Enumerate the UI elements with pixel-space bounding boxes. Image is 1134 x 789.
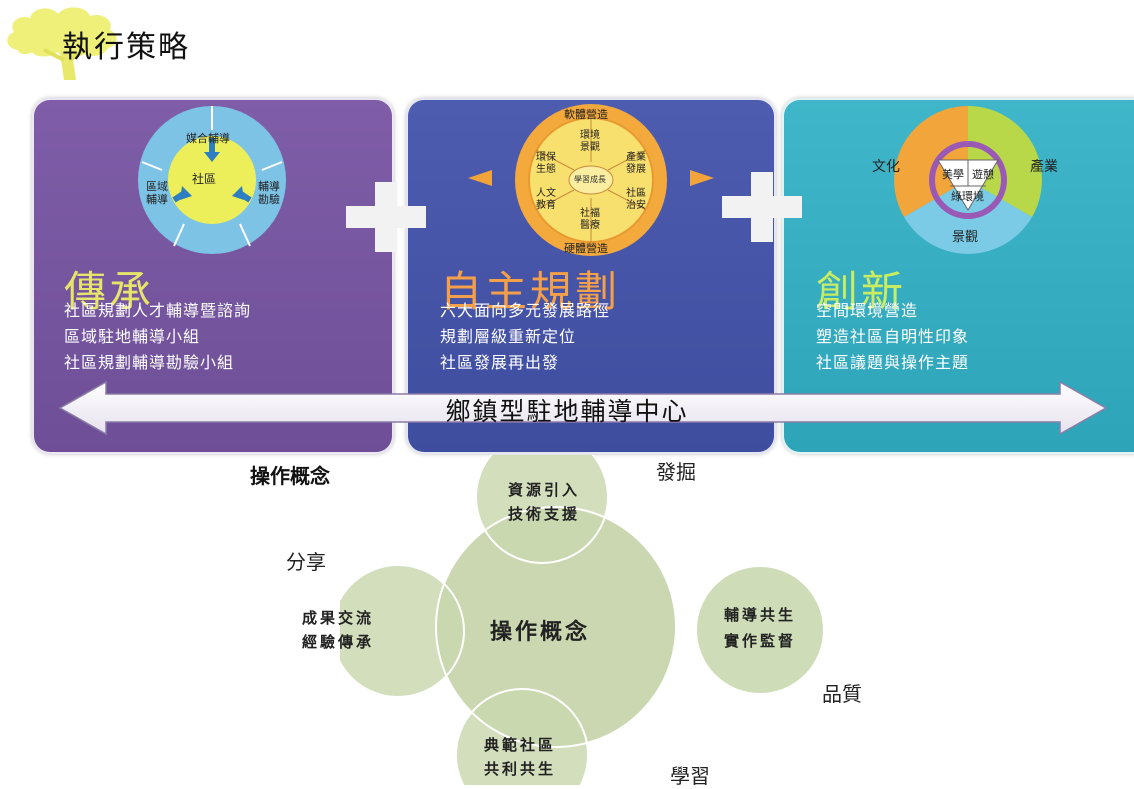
concept-heading: 操作概念	[250, 464, 330, 488]
plus-icon	[722, 172, 802, 242]
innovation-line: 塑造社區自明性印象	[816, 327, 970, 346]
band-label: 鄉鎮型駐地輔導中心	[445, 397, 689, 426]
node-line: 成果交流	[302, 609, 375, 627]
tree-icon	[7, 7, 117, 80]
node-line: 技術支援	[508, 505, 581, 523]
innovation-right-label: 產業	[1030, 159, 1058, 175]
heritage-left-label: 區域輔導	[146, 180, 168, 206]
heritage-right-label: 輔導勘驗	[258, 180, 280, 206]
heritage-lines: 社區規劃人才輔導暨諮詢 區域駐地輔導小組 社區規劃輔導勘驗小組	[64, 298, 251, 376]
innovation-diagram	[894, 106, 1042, 254]
self-planning-line: 規劃層級重新定位	[440, 327, 577, 346]
innovation-inner-label: 美學	[942, 168, 964, 181]
innovation-left-label: 文化	[872, 159, 900, 175]
node-label-learning: 學習	[670, 764, 710, 788]
heritage-top-label: 媒合輔導	[186, 132, 230, 145]
self-planning-line: 六大面向多元發展路徑	[440, 301, 611, 320]
node-line: 典範社區	[484, 736, 557, 754]
heritage-title: 傳承	[64, 267, 155, 316]
self-planning-lines: 六大面向多元發展路徑 規劃層級重新定位 社區發展再出發	[440, 298, 610, 376]
node-line: 經驗傳承	[302, 633, 375, 651]
innovation-line: 空間環境營造	[816, 301, 919, 320]
concept-outline	[331, 455, 825, 785]
segment-label: 環保生態	[536, 152, 556, 175]
innovation-title: 創新	[816, 267, 907, 316]
ring-bottom-label: 硬體營造	[564, 242, 608, 255]
page-title: 執行策略	[62, 30, 190, 65]
self-planning-title: 自主規劃	[440, 267, 621, 316]
double-arrow-band	[58, 380, 1108, 436]
heritage-diagram	[138, 106, 286, 254]
concept-node-text: 輔導共生 實作監督	[724, 602, 796, 654]
node-line: 共利共生	[484, 760, 557, 778]
segment-label: 社福醫療	[580, 208, 600, 231]
heritage-line: 區域駐地輔導小組	[64, 327, 201, 346]
concept-diagram	[340, 455, 676, 785]
node-line: 實作監督	[724, 632, 797, 650]
heritage-line: 社區規劃輔導勘驗小組	[64, 353, 235, 372]
plus-icon	[346, 182, 426, 252]
node-label-share: 分享	[286, 550, 326, 574]
innovation-line: 社區議題與操作主題	[816, 353, 970, 372]
center-label: 學習成長	[574, 175, 606, 184]
concept-node-text: 典範社區 共利共生	[484, 733, 556, 781]
concept-center: 操作概念	[490, 619, 591, 645]
concept-node-text: 資源引入 技術支援	[508, 478, 580, 526]
innovation-inner-label: 綠環境	[951, 190, 984, 203]
node-label-discover: 發掘	[656, 460, 696, 484]
segment-label: 社區治安	[626, 188, 646, 211]
self-planning-line: 社區發展再出發	[440, 353, 560, 372]
segment-label: 產業發展	[626, 152, 646, 175]
innovation-lines: 空間環境營造 塑造社區自明性印象 社區議題與操作主題	[816, 298, 969, 376]
ring-top-label: 軟體營造	[564, 108, 608, 121]
segment-label: 人文教育	[536, 188, 556, 211]
innovation-bottom-label: 景觀	[952, 230, 979, 245]
node-line: 輔導共生	[724, 606, 797, 624]
concept-node-text: 成果交流 經驗傳承	[302, 606, 374, 654]
node-line: 資源引入	[508, 481, 581, 499]
segment-label: 環境景觀	[580, 130, 600, 153]
innovation-inner-label: 遊憩	[972, 168, 994, 181]
node-label-quality: 品質	[822, 682, 862, 706]
heritage-center-label: 社區	[192, 172, 217, 186]
self-planning-diagram	[468, 104, 714, 256]
heritage-line: 社區規劃人才輔導暨諮詢	[64, 301, 252, 320]
concept-node-right	[696, 566, 824, 694]
title-area: 執行策略	[0, 0, 300, 80]
